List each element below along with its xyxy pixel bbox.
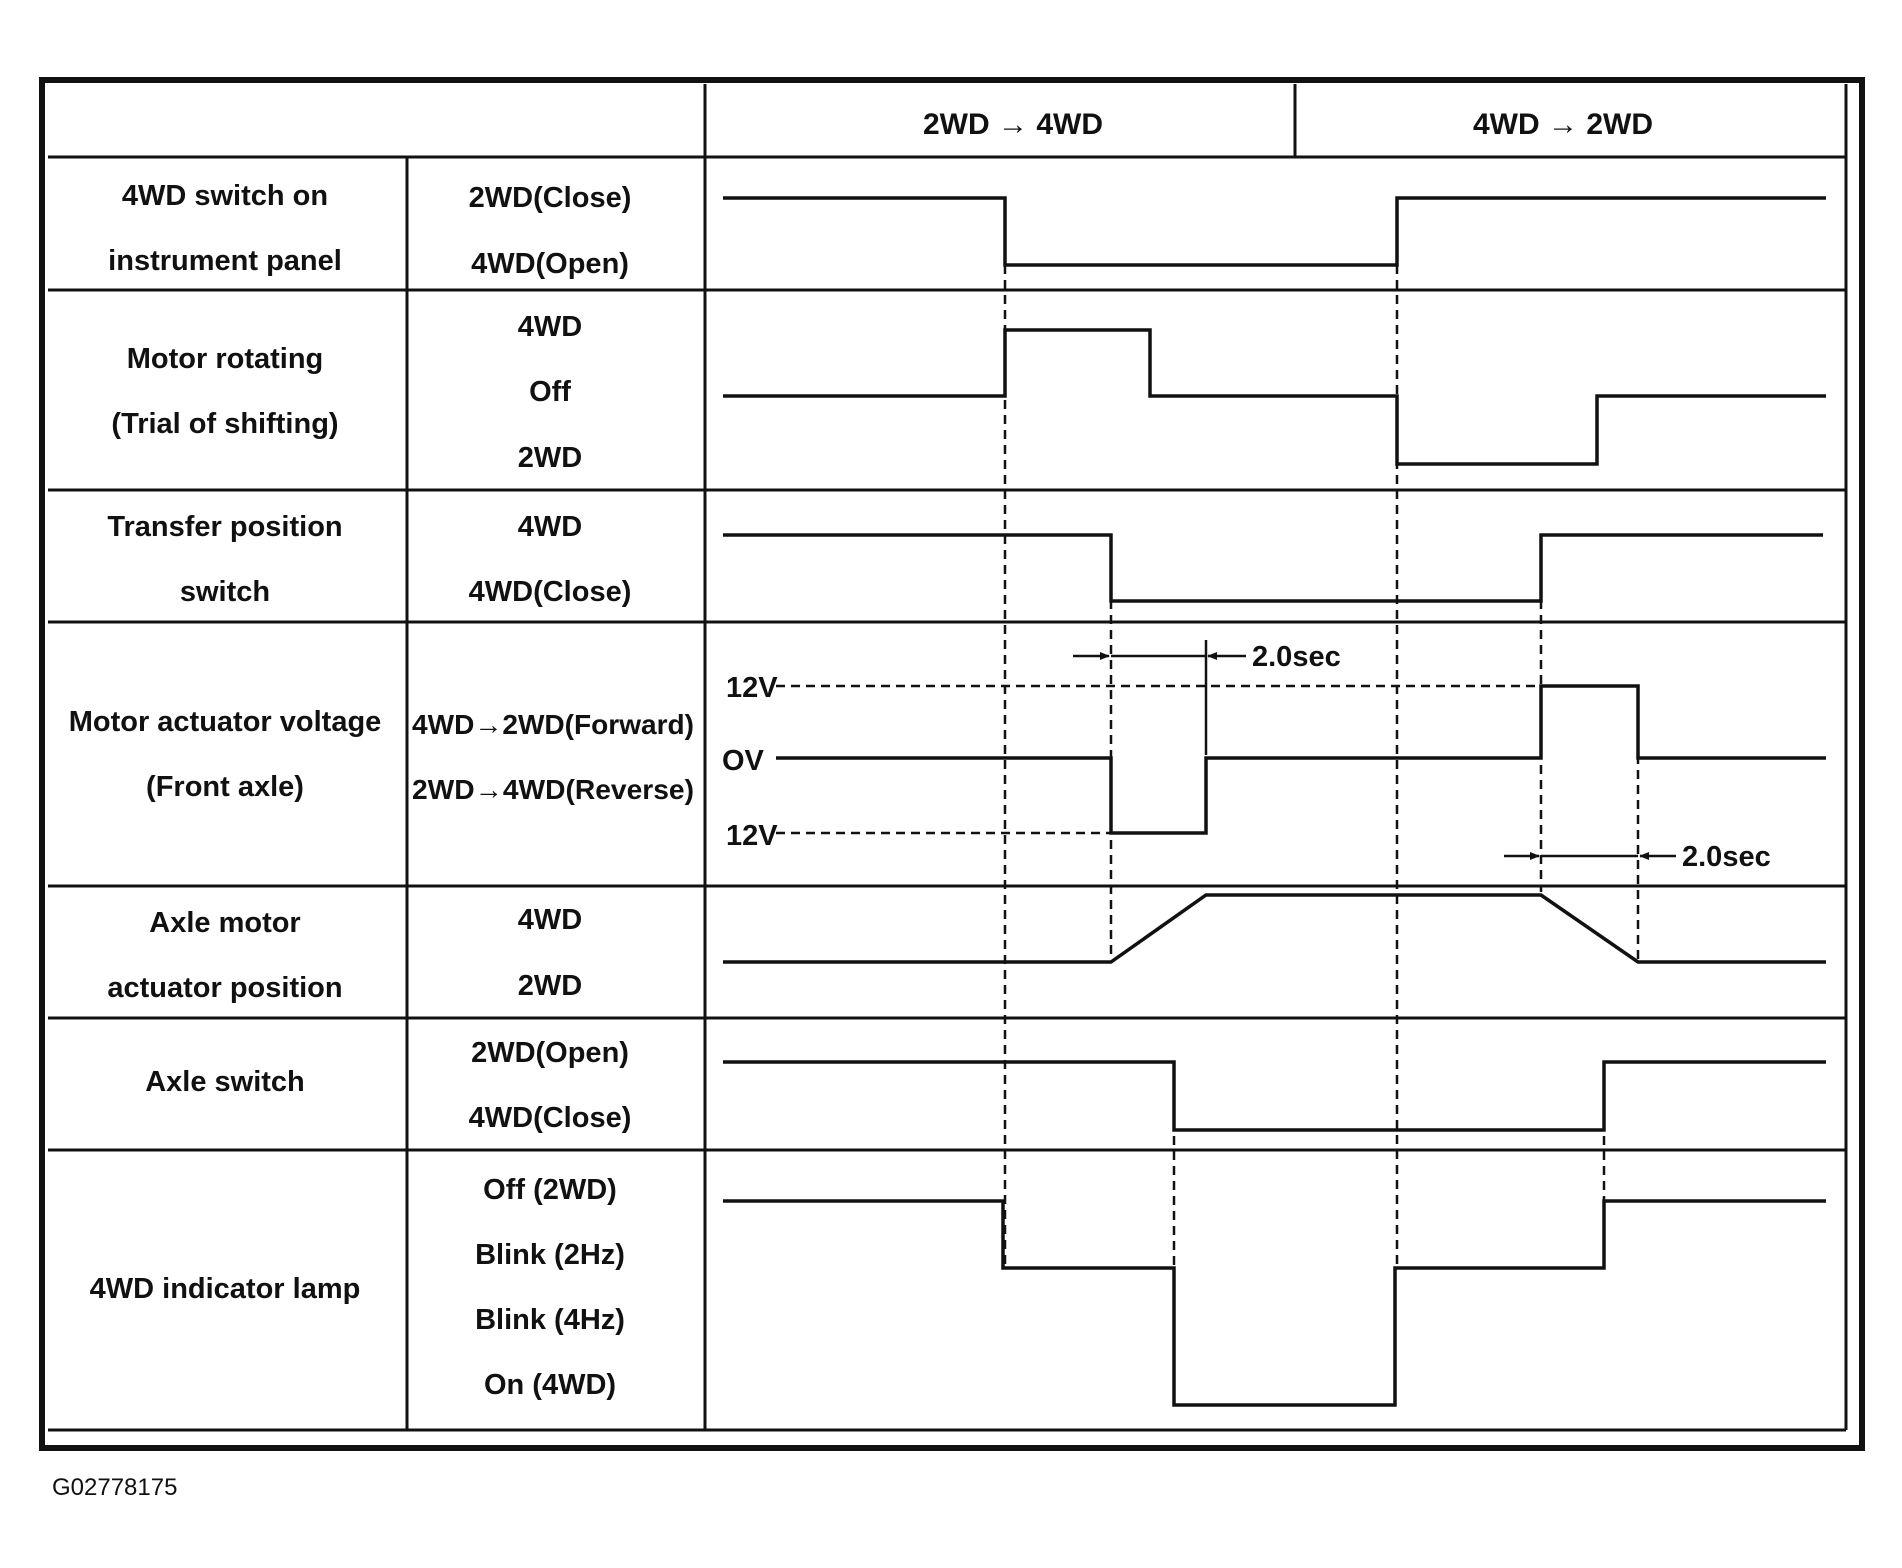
row-axle-motor-state-2wd: 2WD [518, 970, 582, 1002]
waveform-actuator-voltage [776, 684, 1826, 835]
row-axle-switch-state-open: 2WD(Open) [471, 1037, 629, 1069]
row-axle-switch-label: Axle switch [145, 1066, 305, 1098]
row-indicator-lamp-state-blink-2hz: Blink (2Hz) [475, 1239, 625, 1271]
row-4wd-switch-state-close: 2WD(Close) [469, 182, 632, 214]
row-actuator-voltage-state-reverse: 2WD→4WD(Reverse) [412, 774, 694, 805]
row-actuator-voltage-state-forward: 4WD→2WD(Forward) [412, 709, 694, 740]
row-motor-rotating-label-2: (Trial of shifting) [111, 408, 338, 440]
delay-annotation-b: 2.0sec [1504, 841, 1771, 873]
row-transfer-switch-state-close: 4WD(Close) [469, 576, 632, 608]
table-frame [39, 77, 1865, 1451]
waveform-transfer-switch [723, 533, 1823, 603]
voltage-level-low: 12V [726, 820, 778, 852]
row-4wd-switch-state-open: 4WD(Open) [471, 248, 629, 280]
row-motor-rotating-label-1: Motor rotating [127, 343, 324, 375]
row-motor-rotating-state-2wd: 2WD [518, 442, 582, 474]
waveform-indicator-lamp [723, 1199, 1826, 1407]
row-actuator-voltage-label-1: Motor actuator voltage [69, 706, 382, 738]
voltage-reference-lines [776, 684, 1541, 835]
row-motor-rotating-state-off: Off [529, 376, 571, 408]
waveform-axle-motor-position [723, 893, 1826, 964]
figure-id: G02778175 [52, 1474, 178, 1501]
row-axle-motor-label-1: Axle motor [149, 907, 300, 939]
waveform-motor-rotating [723, 328, 1826, 466]
delay-label-b: 2.0sec [1682, 841, 1771, 873]
row-axle-motor-label-2: actuator position [107, 972, 342, 1004]
voltage-level-zero: OV [722, 745, 765, 777]
row-actuator-voltage-label-2: (Front axle) [146, 771, 304, 803]
delay-annotation-a: 2.0sec [1073, 640, 1341, 755]
header-2wd-to-4wd: 2WD → 4WD [923, 108, 1103, 141]
row-axle-switch-state-close: 4WD(Close) [469, 1102, 632, 1134]
waveform-axle-switch [723, 1060, 1826, 1132]
row-indicator-lamp-label: 4WD indicator lamp [90, 1273, 361, 1305]
header-4wd-to-2wd: 4WD → 2WD [1473, 108, 1653, 141]
waveform-4wd-switch [723, 196, 1826, 267]
row-indicator-lamp-state-on: On (4WD) [484, 1369, 616, 1401]
row-transfer-switch-state-4wd: 4WD [518, 511, 582, 543]
row-4wd-switch-label-2: instrument panel [108, 245, 342, 277]
row-axle-motor-state-4wd: 4WD [518, 904, 582, 936]
row-4wd-switch-label-1: 4WD switch on [122, 180, 328, 212]
delay-label-a: 2.0sec [1252, 641, 1341, 673]
row-transfer-switch-label-2: switch [180, 576, 270, 608]
row-motor-rotating-state-4wd: 4WD [518, 311, 582, 343]
row-indicator-lamp-state-off: Off (2WD) [483, 1174, 617, 1206]
row-transfer-switch-label-1: Transfer position [107, 511, 342, 543]
row-indicator-lamp-state-blink-4hz: Blink (4Hz) [475, 1304, 625, 1336]
voltage-level-high: 12V [726, 672, 778, 704]
